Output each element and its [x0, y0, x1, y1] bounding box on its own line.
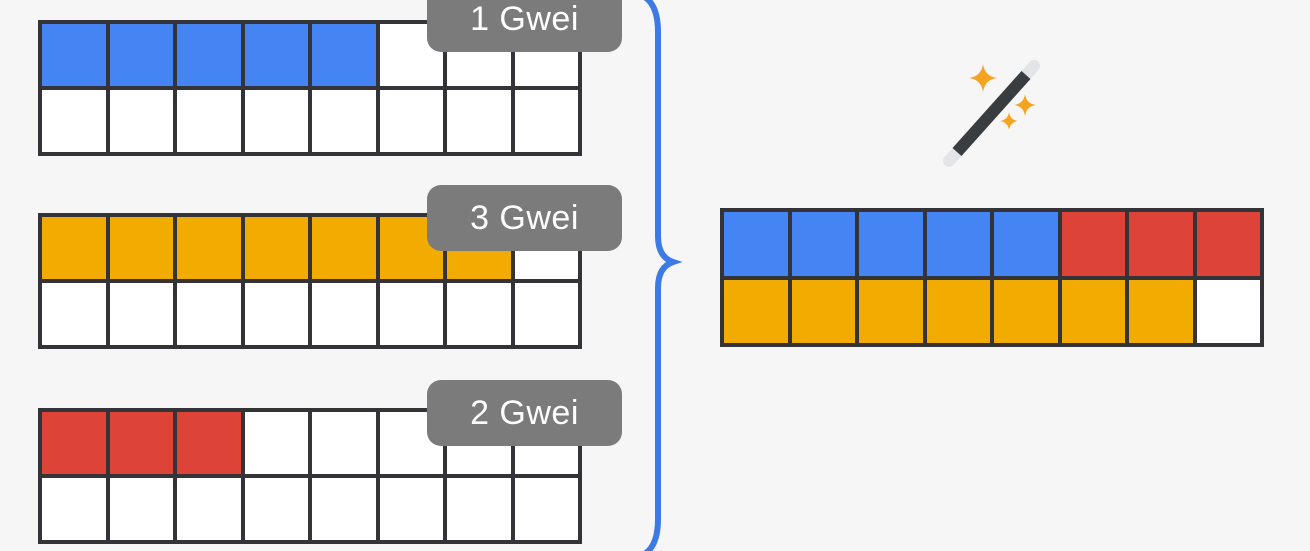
grid-cell-yellow — [242, 215, 310, 281]
badge-1gwei: 1 Gwei — [427, 0, 622, 52]
badge-2gwei-label: 2 Gwei — [470, 393, 579, 432]
grid-cell-white — [310, 281, 378, 347]
grid-cell-blue — [924, 210, 992, 278]
grid-cell-white — [512, 476, 580, 542]
grid-cell-white — [40, 476, 108, 542]
grid-cell-yellow — [1059, 277, 1127, 345]
grid-cell-yellow — [107, 215, 175, 281]
grid-cell-white — [445, 88, 513, 154]
grid-cell-yellow — [175, 215, 243, 281]
grid-cell-yellow — [40, 215, 108, 281]
grid-cell-white — [512, 281, 580, 347]
grid-cell-white — [377, 281, 445, 347]
grid-cell-yellow — [1127, 277, 1195, 345]
grid-cell-white — [1194, 277, 1262, 345]
grid-cell-white — [310, 88, 378, 154]
grid-cell-white — [310, 476, 378, 542]
grid-cell-white — [175, 476, 243, 542]
grid-cell-white — [445, 476, 513, 542]
magic-wand-icon — [943, 60, 1040, 167]
grid-cell-white — [40, 88, 108, 154]
grid-cell-yellow — [924, 277, 992, 345]
grid-cell-white — [242, 410, 310, 476]
grid-cell-yellow — [310, 215, 378, 281]
grid-cell-white — [107, 476, 175, 542]
grid-cell-yellow — [857, 277, 925, 345]
grid-cell-blue — [722, 210, 790, 278]
grid-cell-yellow — [992, 277, 1060, 345]
grid-cell-yellow — [722, 277, 790, 345]
grid-cell-blue — [789, 210, 857, 278]
grid-cell-white — [445, 281, 513, 347]
grid-cell-blue — [175, 22, 243, 88]
grid-cell-white — [107, 281, 175, 347]
grid-cell-yellow — [789, 277, 857, 345]
grid-cell-white — [310, 410, 378, 476]
grid-cell-blue — [992, 210, 1060, 278]
grid-cell-blue — [40, 22, 108, 88]
combined-result-grid — [720, 208, 1264, 347]
grid-cell-white — [242, 88, 310, 154]
badge-3gwei: 3 Gwei — [427, 185, 622, 251]
grid-cell-white — [377, 476, 445, 542]
grid-cell-white — [175, 88, 243, 154]
grid-cell-white — [40, 281, 108, 347]
grid-cell-white — [377, 88, 445, 154]
badge-2gwei: 2 Gwei — [427, 380, 622, 446]
grid-cell-white — [175, 281, 243, 347]
grid-cell-red — [1127, 210, 1195, 278]
grid-cell-red — [107, 410, 175, 476]
grid-cell-red — [1059, 210, 1127, 278]
grid-cell-blue — [310, 22, 378, 88]
grid-cell-red — [40, 410, 108, 476]
grid-cell-blue — [857, 210, 925, 278]
grid-cell-blue — [107, 22, 175, 88]
grid-cell-white — [512, 88, 580, 154]
grid-cell-white — [242, 281, 310, 347]
badge-1gwei-label: 1 Gwei — [470, 0, 579, 38]
curly-brace-icon — [643, 0, 683, 551]
grid-cell-white — [107, 88, 175, 154]
grid-cell-red — [175, 410, 243, 476]
badge-3gwei-label: 3 Gwei — [470, 198, 579, 237]
grid-cell-red — [1194, 210, 1262, 278]
gas-grid-3gwei — [38, 213, 582, 349]
grid-cell-white — [242, 476, 310, 542]
grid-cell-blue — [242, 22, 310, 88]
